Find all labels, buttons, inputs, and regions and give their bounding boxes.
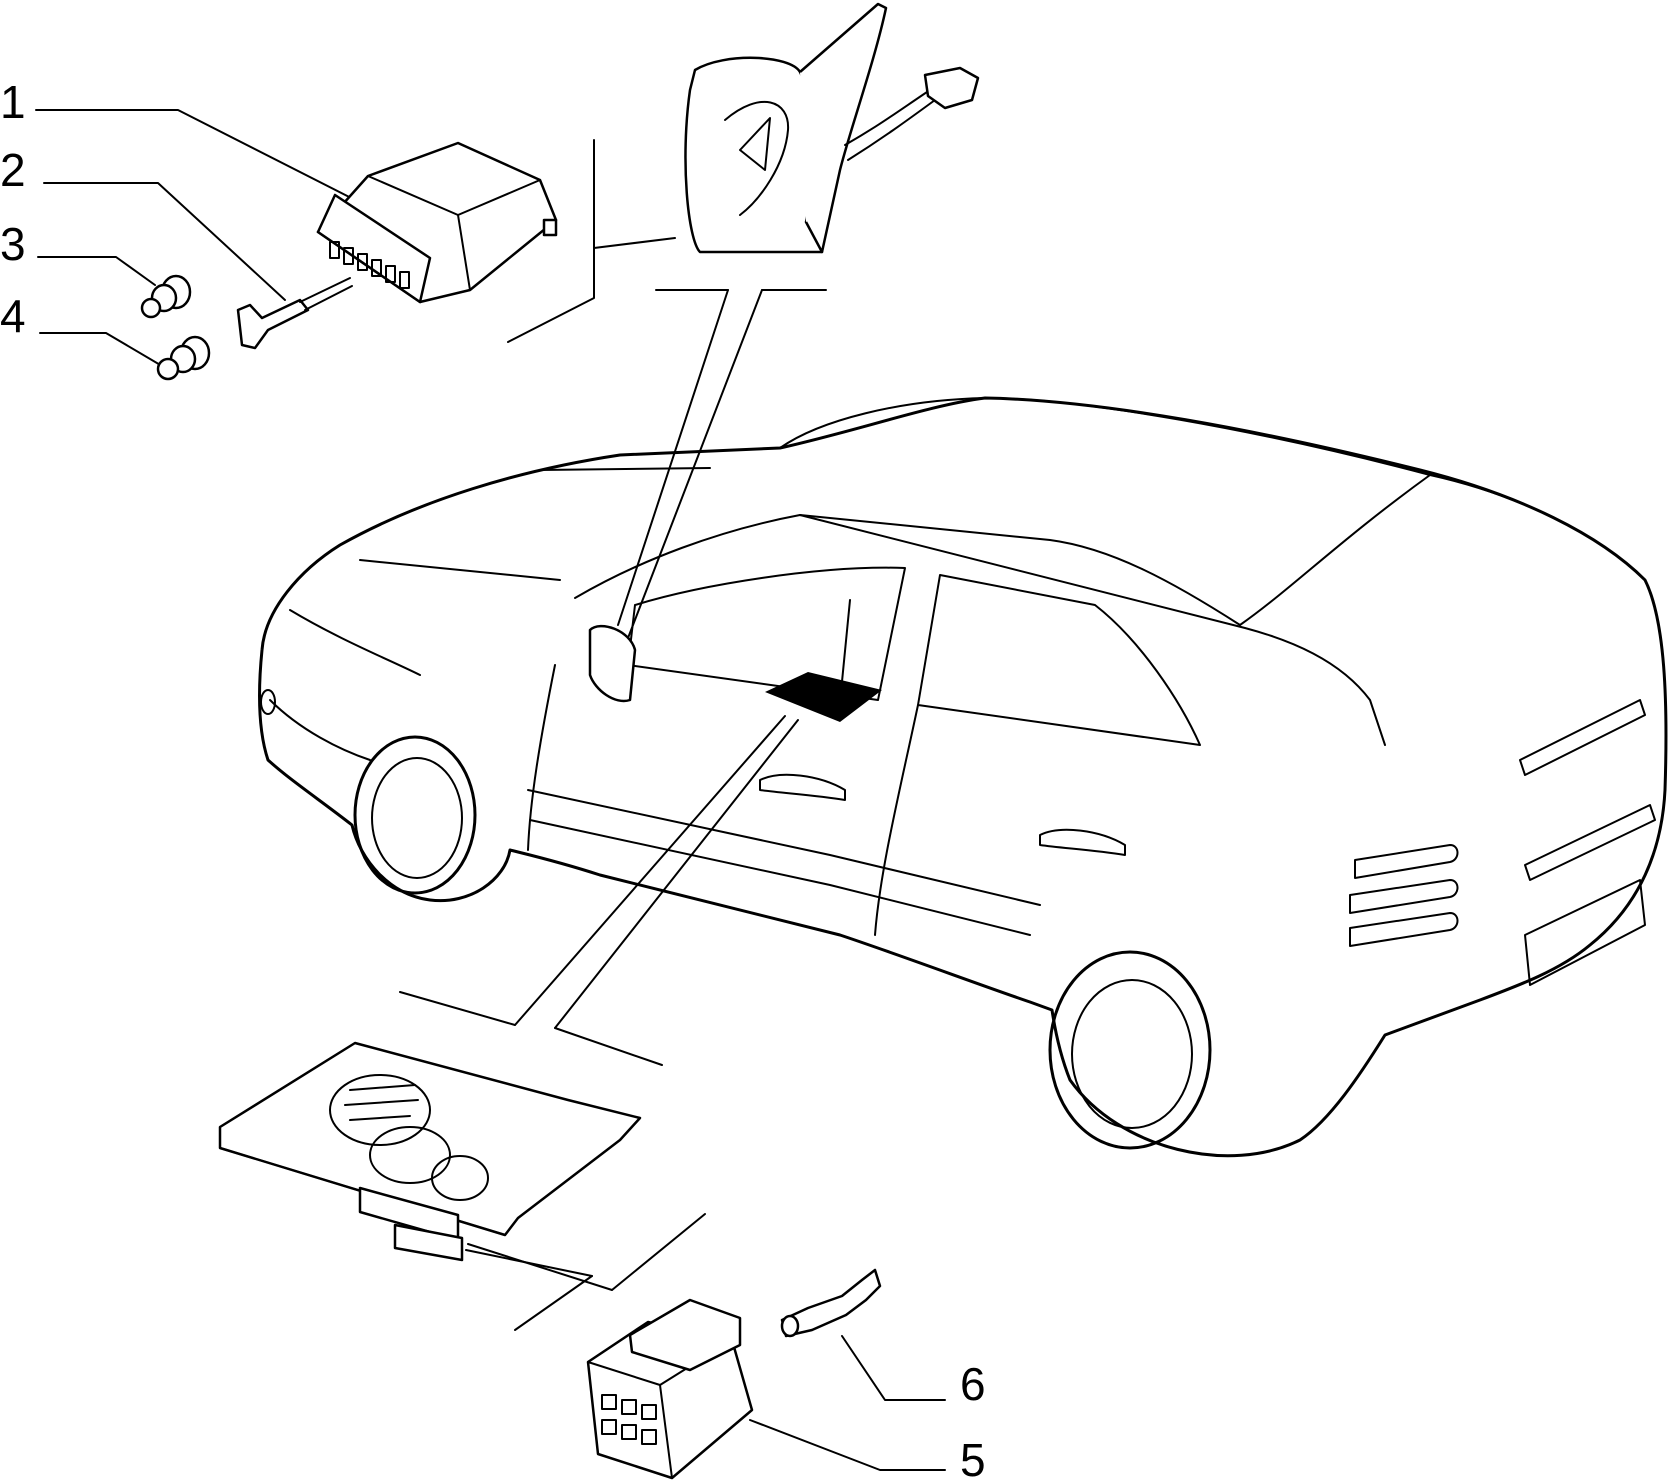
seal-plug-4 (156, 335, 211, 381)
callout-label-6: 6 (960, 1358, 986, 1410)
leader-line-6 (841, 1335, 946, 1401)
leader-line-2 (43, 182, 286, 301)
connector-housing-part (316, 141, 558, 304)
leader-line-5 (749, 1419, 946, 1471)
terminal-part (236, 277, 353, 350)
callout-1: 1 (0, 76, 366, 206)
mirror-guide-lines (617, 289, 827, 639)
callout-4: 4 (0, 290, 163, 367)
seal-plug-3 (140, 274, 192, 319)
callout-label-3: 3 (0, 218, 26, 270)
window-switch-panel-detail (218, 1041, 706, 1331)
callout-label-5: 5 (960, 1434, 986, 1481)
callout-6: 6 (841, 1335, 986, 1410)
car-illustration (258, 396, 1668, 1158)
leader-line-4 (39, 332, 163, 367)
switch-terminal-part (780, 1268, 882, 1338)
callout-5: 5 (749, 1419, 986, 1481)
callout-label-1: 1 (0, 76, 26, 128)
switch-connector-housing-part (586, 1298, 754, 1480)
leader-line-3 (37, 256, 156, 286)
callout-2: 2 (0, 144, 286, 301)
switch-guide-lines (399, 715, 799, 1066)
callout-label-2: 2 (0, 144, 26, 196)
callout-label-4: 4 (0, 290, 26, 342)
leader-line-1 (35, 109, 366, 206)
door-mirror-detail (507, 2, 980, 343)
callout-3: 3 (0, 218, 156, 286)
